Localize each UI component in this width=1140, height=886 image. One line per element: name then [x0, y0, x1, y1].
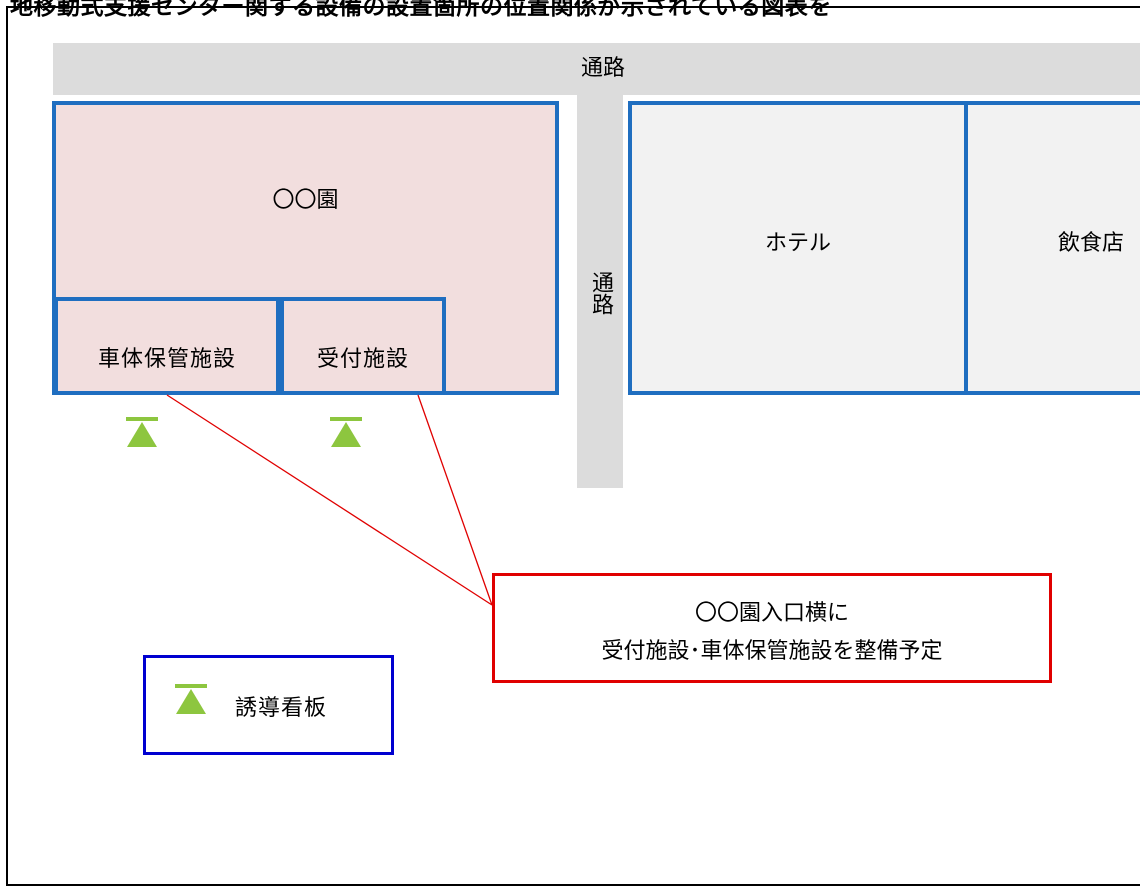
road-side	[577, 95, 623, 488]
restaurant-building	[964, 101, 1140, 395]
road-top-label: 通路	[580, 56, 625, 81]
hotel-label: ホテル	[764, 231, 831, 256]
storage-facility	[54, 297, 280, 395]
callout-leader-lines	[166, 394, 493, 606]
guide-sign-icon	[175, 684, 207, 714]
road-top	[53, 43, 1140, 95]
venue-label: 〇〇園	[272, 188, 339, 213]
callout-box	[492, 573, 1052, 683]
venue-area	[52, 101, 559, 395]
page-title: 地移動式支援センター関する設備の設置箇所の位置関係が示されている図表を	[10, 0, 832, 20]
hotel-building	[628, 101, 968, 395]
storage-facility-label: 車体保管施設	[97, 347, 236, 372]
reception-facility-label: 受付施設	[316, 347, 409, 372]
reception-facility	[280, 297, 446, 395]
guide-sign-icon	[126, 417, 158, 447]
callout-text-line2: 受付施設･車体保管施設を整備予定	[601, 639, 943, 664]
legend-label: 誘導看板	[235, 696, 328, 721]
leader-line-storage	[166, 394, 493, 606]
callout-text-line1: 〇〇園入口横に	[694, 601, 849, 626]
restaurant-label: 飲食店	[1058, 231, 1125, 256]
guide-sign-icon	[330, 417, 362, 447]
road-side-label: 通路	[588, 271, 613, 315]
leader-line-reception	[417, 394, 493, 606]
